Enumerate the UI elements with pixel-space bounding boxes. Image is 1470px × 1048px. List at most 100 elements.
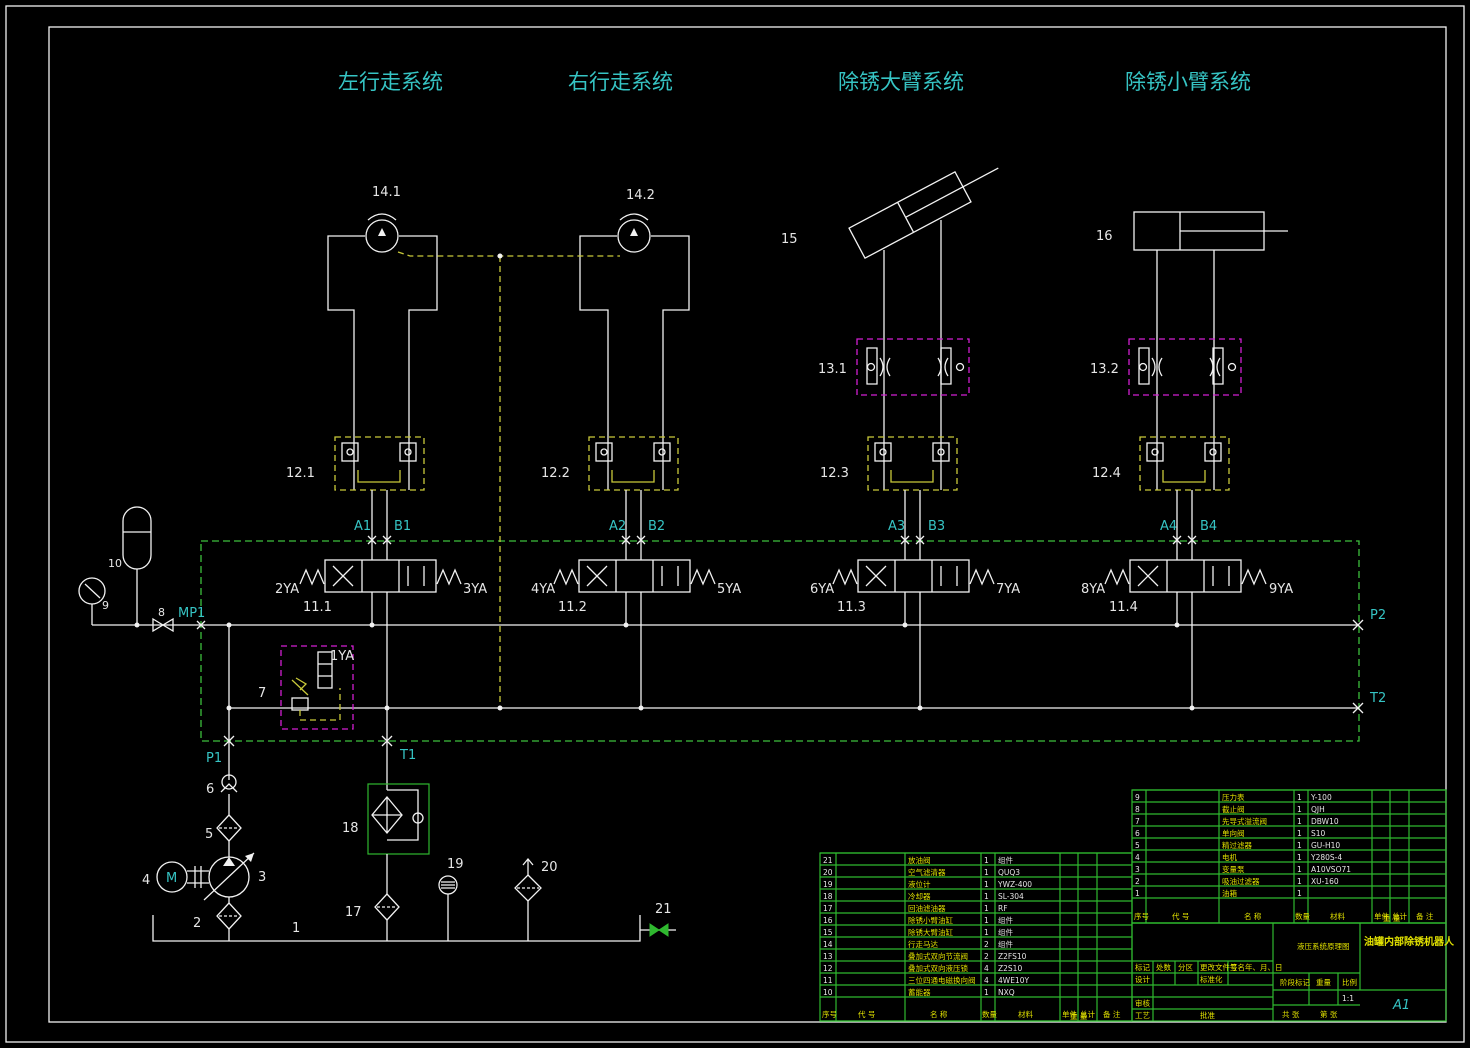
bom-row-qty: 1 <box>984 988 989 997</box>
port-mp1: MP1 <box>178 606 205 621</box>
bom-header-cell: 数量 <box>1295 911 1311 921</box>
bom-row-qty: 1 <box>984 868 989 877</box>
bom-row-code: DBW10 <box>1311 817 1339 826</box>
solenoid-2ya: 2YA <box>275 582 299 597</box>
label-13-2: 13.2 <box>1090 362 1119 377</box>
section-titles: 左行走系统 右行走系统 除锈大臂系统 除锈小臂系统 <box>338 70 1251 94</box>
bom-header-cell: 名 称 <box>930 1009 948 1019</box>
tb-sheets-total: 共 张 <box>1282 1010 1300 1019</box>
bom-row-qty: 1 <box>984 928 989 937</box>
bom-row-name: 回油滤油器 <box>908 903 946 913</box>
bom-row-code: YWZ-400 <box>997 880 1032 889</box>
port-a4: A4 <box>1160 519 1177 534</box>
label-11-2: 11.2 <box>558 600 587 615</box>
bom-row-no: 11 <box>823 976 833 985</box>
bom-row-qty: 1 <box>984 904 989 913</box>
tb-design: 设计 <box>1135 974 1151 984</box>
hydraulic-lock-12-3: 12.3 <box>820 436 958 491</box>
bom-row-qty: 1 <box>1297 865 1302 874</box>
bom-row-name: 叠加式双向液压锁 <box>908 963 968 973</box>
level-gauge-19: 19 <box>438 857 464 941</box>
bom-row-no: 20 <box>823 868 833 877</box>
label-1: 1 <box>292 921 300 936</box>
bom-row-no: 7 <box>1135 817 1140 826</box>
directional-valve-11-3: 6YA 7YA 11.3 A3 B3 <box>810 519 1020 615</box>
bom-row-name: 冷却器 <box>908 891 931 901</box>
bom-row-no: 13 <box>823 952 833 961</box>
label-21: 21 <box>655 902 672 917</box>
bom-row-no: 18 <box>823 892 833 901</box>
bom-row-qty: 1 <box>1297 841 1302 850</box>
label-9: 9 <box>102 599 109 612</box>
bom-row-no: 15 <box>823 928 833 937</box>
bom-header-cell: 数量 <box>982 1009 997 1019</box>
solenoid-8ya: 8YA <box>1081 582 1105 597</box>
bom-row-code: A10VSO71 <box>1311 865 1351 874</box>
bom-row-name: 先导式溢流阀 <box>1222 816 1267 826</box>
bom-row-name: 空气滤清器 <box>908 867 946 877</box>
title-left-travel: 左行走系统 <box>338 70 443 94</box>
label-10: 10 <box>108 557 122 570</box>
cooler: 18 <box>342 783 430 855</box>
bom-header-cell: 材料 <box>1018 1009 1034 1019</box>
bom-row-name: 吸油过滤器 <box>1222 876 1260 886</box>
bom-row-no: 2 <box>1135 877 1140 886</box>
label-5: 5 <box>205 827 213 842</box>
port-crosses <box>196 535 1364 747</box>
filter-5: 5 <box>205 814 242 842</box>
label-14-1: 14.1 <box>372 185 401 200</box>
solenoid-9ya: 9YA <box>1269 582 1293 597</box>
label-16: 16 <box>1096 229 1113 244</box>
inner-frame <box>48 26 1447 1023</box>
bom-row-no: 3 <box>1135 865 1140 874</box>
bom-header-cell: 备 注 <box>1103 1009 1121 1019</box>
travel-motor-left: 14.1 <box>327 185 438 490</box>
bom-row-name: 精过滤器 <box>1222 840 1252 850</box>
relief-valve: 1YA 7 <box>258 645 354 730</box>
tb-count: 处数 <box>1156 962 1172 972</box>
hydraulic-lock-12-2: 12.2 <box>541 436 679 491</box>
label-2: 2 <box>193 916 201 931</box>
bom-weight-label: 重 量 <box>1383 914 1401 923</box>
hydraulic-lock-12-4: 12.4 <box>1092 436 1230 491</box>
bom-row-code: 4WE10Y <box>998 976 1029 985</box>
bom-row-no: 1 <box>1135 889 1140 898</box>
bom-row-code: Z2S10 <box>998 964 1022 973</box>
bom-row-qty: 1 <box>1297 829 1302 838</box>
label-12-2: 12.2 <box>541 466 570 481</box>
bom-row-code: 组件 <box>998 915 1013 925</box>
port-b2: B2 <box>648 519 665 534</box>
bom-row-name: 放油阀 <box>908 855 931 865</box>
check-valve-6: 6 <box>206 774 238 797</box>
directional-valve-11-2: 4YA 5YA 11.2 A2 B2 <box>531 519 741 615</box>
label-12-4: 12.4 <box>1092 466 1121 481</box>
tb-weight: 重量 <box>1316 978 1332 987</box>
bom-row-qty: 1 <box>984 892 989 901</box>
label-4: 4 <box>142 873 150 888</box>
bom-row-qty: 1 <box>1297 805 1302 814</box>
air-filter-20: 20 <box>514 857 558 941</box>
tb-change-doc: 更改文件号 <box>1200 962 1238 972</box>
solenoid-3ya: 3YA <box>463 582 487 597</box>
label-18: 18 <box>342 821 359 836</box>
directional-valve-11-4: 8YA 9YA 11.4 A4 B4 <box>1081 519 1293 615</box>
product-name: 油罐内部除锈机器人 <box>1364 935 1455 948</box>
pressure-gauge: 9 <box>78 577 109 625</box>
solenoid-4ya: 4YA <box>531 582 555 597</box>
bom-row-name: 电机 <box>1222 852 1238 862</box>
bom-row-no: 17 <box>823 904 833 913</box>
bom-header-cell: 备 注 <box>1416 911 1434 921</box>
bom-row-no: 21 <box>823 856 833 865</box>
bom-row-no: 16 <box>823 916 833 925</box>
tb-mark: 标记 <box>1135 962 1151 972</box>
port-t2: T2 <box>1369 691 1386 706</box>
bom-row-code: S10 <box>1311 829 1326 838</box>
bom-row-name: 蓄能器 <box>908 987 931 997</box>
bom-row-code: SL-304 <box>998 892 1024 901</box>
bom-row-qty: 1 <box>984 856 989 865</box>
bom-row-code: Z2FS10 <box>998 952 1027 961</box>
bom-row-qty: 4 <box>984 976 989 985</box>
bom-row-code: 组件 <box>998 939 1013 949</box>
label-12-1: 12.1 <box>286 466 315 481</box>
